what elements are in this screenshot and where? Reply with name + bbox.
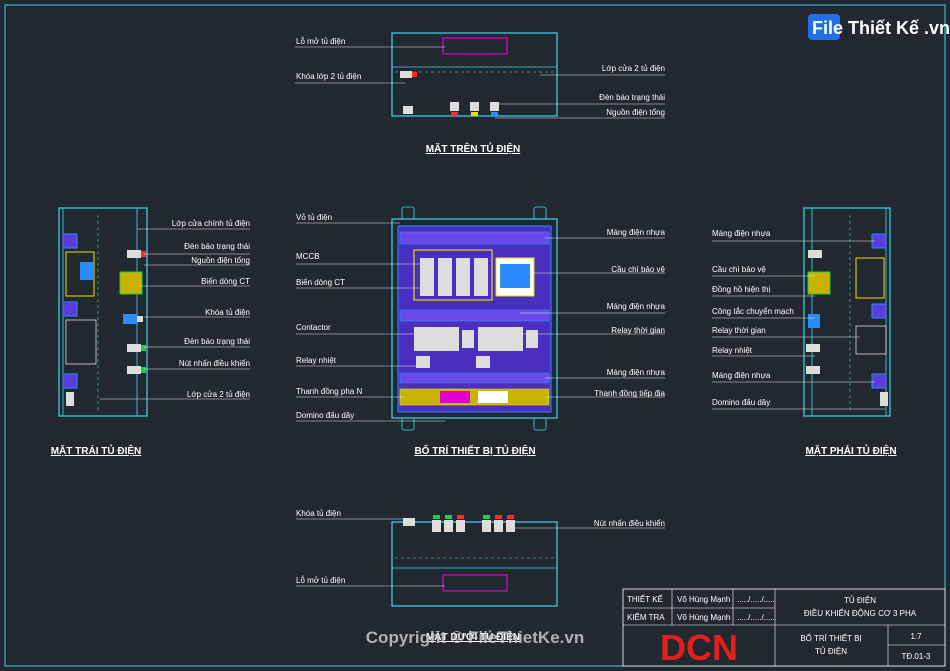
designed-date: ...../...../..... [737,595,775,604]
company-logo: DCN [660,627,738,668]
project-line1: TỦ ĐIỆN [844,596,876,605]
center-right-label-0: Máng điện nhựa [607,228,666,237]
right-label-2: Đồng hồ hiện thị [712,285,770,294]
watermark: Copyright © FileThietKe.vn [366,628,584,647]
checked-name: Võ Hùng Mạnh [677,613,730,622]
right-label-6: Máng điện nhựa [712,371,771,380]
bottom-label-1: Nút nhấn điều khiển [594,519,665,528]
right-label-4: Relay thời gian [712,326,766,335]
sheet-line1: BỐ TRÍ THIẾT BỊ [800,633,861,643]
left-view: Lớp cửa chính tủ điện Đèn báo trạng thái… [51,207,250,457]
left-view-title: MẶT TRÁI TỦ ĐIỆN [51,444,142,457]
top-label-3: Đèn báo trạng thái [599,93,665,102]
top-label-2: Lớp cửa 2 tủ điện [602,64,665,73]
sheet-line2: TỦ ĐIỆN [815,647,847,656]
drawing-number: TĐ.01-3 [902,652,931,661]
center-left-label-2: Biến dòng CT [296,278,345,287]
logo-text: File Thiết Kế .vn [812,18,950,38]
scale: 1:7 [910,632,922,641]
top-label-4: Nguồn điện tổng [606,108,665,117]
center-right-label-1: Cầu chì bảo vệ [611,265,665,274]
top-view-title: MẶT TRÊN TỦ ĐIỆN [426,142,520,155]
center-view-title: BỐ TRÍ THIẾT BỊ TỦ ĐIỆN [414,443,535,457]
top-label-1: Khóa lớp 2 tủ điện [296,72,361,81]
right-label-0: Máng điện nhựa [712,229,771,238]
sheet-border [4,4,946,667]
left-label-1: Đèn báo trạng thái [184,242,250,251]
designed-name: Võ Hùng Mạnh [677,595,730,604]
center-left-label-0: Vỏ tủ điện [296,213,332,222]
right-label-5: Relay nhiệt [712,346,753,355]
bottom-label-0: Khóa tủ điện [296,509,341,518]
top-label-0: Lỗ mở tủ điện [296,37,345,46]
center-left-label-5: Thanh đồng pha N [296,387,362,396]
right-label-1: Cầu chì bảo vệ [712,265,766,274]
right-label-3: Công tắc chuyển mạch [712,307,794,316]
site-logo: File Thiết Kế .vn [808,14,950,40]
checked-date: ...../...../..... [737,613,775,622]
center-left-label-3: Contactor [296,323,331,332]
left-label-2: Nguồn điện tổng [191,256,250,265]
left-label-5: Đèn báo trạng thái [184,337,250,346]
center-left-label-6: Domino đấu dây [296,411,354,420]
designed-label: THIẾT KẾ [627,594,663,604]
center-left-label-4: Relay nhiệt [296,356,337,365]
center-right-label-5: Thanh đồng tiếp địa [594,389,665,398]
bottom-view-title: MẶT DƯỚI TỦ ĐIỆN [426,630,520,643]
right-label-7: Domino đấu dây [712,398,770,407]
right-view-title: MẶT PHẢI TỦ ĐIỆN [805,444,896,457]
left-label-0: Lớp cửa chính tủ điện [172,219,250,228]
bottom-view: Khóa tủ điện Nút nhấn điều khiển Lỗ mở t… [296,509,665,643]
left-label-4: Khóa tủ điện [205,308,250,317]
left-label-3: Biến dòng CT [201,277,250,286]
center-right-label-2: Máng điện nhựa [607,302,666,311]
left-label-7: Lớp cửa 2 tủ điện [187,390,250,399]
title-block: THIẾT KẾ Võ Hùng Mạnh ...../...../..... … [622,588,946,668]
checked-label: KIỂM TRA [627,613,665,622]
top-view: Lỗ mở tủ điện Khóa lớp 2 tủ điện Lớp cửa… [295,32,665,155]
right-view: Máng điện nhựa Cầu chì bảo vệ Đồng hồ hi… [712,207,897,457]
center-right-label-4: Máng điện nhựa [607,368,666,377]
left-label-6: Nút nhấn điều khiển [179,359,250,368]
center-left-label-1: MCCB [296,252,320,261]
bottom-label-2: Lỗ mở tủ điện [296,576,345,585]
project-line2: ĐIỀU KHIỂN ĐỘNG CƠ 3 PHA [804,608,917,618]
center-view: Vỏ tủ điện MCCB Biến dòng CT Contactor R… [296,206,666,457]
center-right-label-3: Relay thời gian [611,326,665,335]
